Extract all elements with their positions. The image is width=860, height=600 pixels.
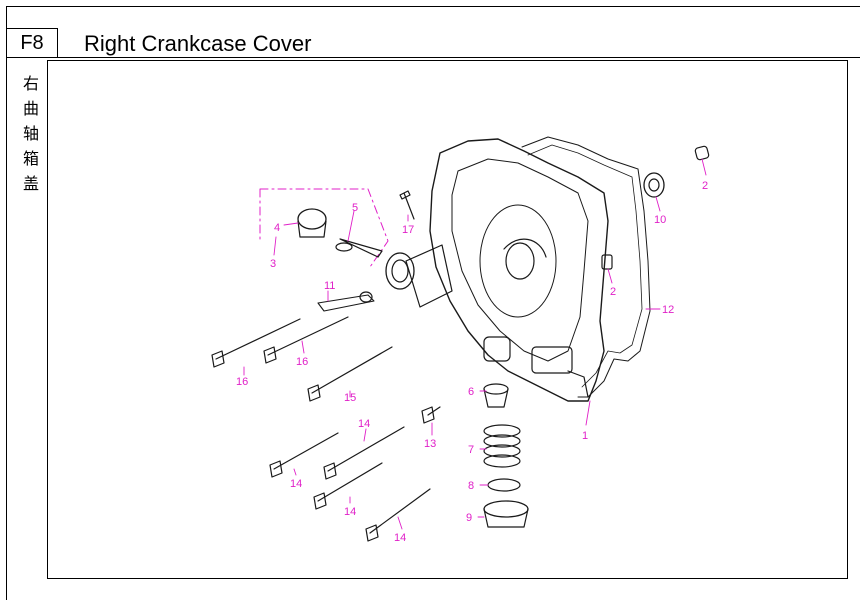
callout-14d: 14 xyxy=(394,532,406,544)
cover-lug-edge xyxy=(567,370,589,398)
callout-14a: 14 xyxy=(290,478,302,490)
bolt-13 xyxy=(427,406,441,416)
cap-9-top xyxy=(483,500,529,518)
oil-seal xyxy=(643,172,665,198)
oil-seal-inner xyxy=(648,178,660,192)
gasket-outline xyxy=(521,136,651,398)
bolt-14b-head xyxy=(323,462,337,480)
callout-1: 1 xyxy=(582,430,588,442)
cover-arc-detail xyxy=(503,238,547,258)
cover-bearing-boss xyxy=(505,242,535,280)
callout-15: 15 xyxy=(344,392,356,404)
section-code: F8 xyxy=(6,28,58,58)
cover-drive-hub xyxy=(479,204,557,318)
bolt-13-head xyxy=(421,406,435,424)
cover-lower-lug xyxy=(531,346,573,374)
bracket-11-hole xyxy=(359,291,373,303)
outer-rule-left xyxy=(6,6,7,600)
spring-7 xyxy=(483,424,521,468)
bolt-14c-head xyxy=(313,492,327,510)
callout-3: 3 xyxy=(270,258,276,270)
bolt-16b-head xyxy=(263,346,277,364)
cap-9-body xyxy=(483,508,529,528)
callout-8: 8 xyxy=(468,480,474,492)
bolt-14a xyxy=(273,432,339,470)
diagram-frame: 1 2 2 3 4 5 6 7 8 9 10 11 12 13 14 14 14… xyxy=(47,60,848,579)
bracket-11 xyxy=(317,294,375,312)
bolt-14a-head xyxy=(269,460,283,478)
bolt-14c xyxy=(317,462,383,502)
bolt-16a-head xyxy=(211,350,225,368)
callout-16b: 16 xyxy=(296,356,308,368)
callout-17: 17 xyxy=(402,224,414,236)
leader-lines xyxy=(243,158,707,530)
oil-filler-opening-inner xyxy=(391,259,409,283)
dipstick-rod xyxy=(339,238,383,258)
callout-2a: 2 xyxy=(702,180,708,192)
callout-11: 11 xyxy=(324,280,335,292)
bolt-17 xyxy=(399,190,415,220)
callout-2b: 2 xyxy=(610,286,616,298)
dowel-pin-top xyxy=(694,145,710,161)
callout-9: 9 xyxy=(466,512,472,524)
callout-16a: 16 xyxy=(236,376,248,388)
callout-14c: 14 xyxy=(344,506,356,518)
callout-10: 10 xyxy=(654,214,666,226)
dipstick-cap-skirt xyxy=(297,220,327,238)
callout-12: 12 xyxy=(662,304,674,316)
callout-13: 13 xyxy=(424,438,436,450)
bolt-15 xyxy=(311,346,393,394)
dipstick-o-ring xyxy=(335,242,353,252)
dipstick-cap xyxy=(297,208,327,230)
group-bracket-3 xyxy=(259,188,389,268)
bolt-15-head xyxy=(307,384,321,402)
page-title: Right Crankcase Cover xyxy=(84,31,312,56)
bolt-14d xyxy=(369,488,431,534)
crankcase-cover-body xyxy=(429,138,609,402)
cover-lower-boss xyxy=(483,336,511,362)
oil-filler-opening xyxy=(385,252,415,290)
exploded-parts-diagram: 1 2 2 3 4 5 6 7 8 9 10 11 12 13 14 14 14… xyxy=(211,136,710,544)
o-ring-8 xyxy=(487,478,521,492)
sleeve-6-top xyxy=(483,383,509,395)
callout-14b: 14 xyxy=(358,418,370,430)
bolt-14b xyxy=(327,426,405,472)
sleeve-6-body xyxy=(483,388,509,408)
outer-rule-top xyxy=(6,6,860,7)
chinese-title: 右曲轴箱盖 xyxy=(22,76,39,193)
gasket-inner xyxy=(527,144,643,388)
callout-5: 5 xyxy=(352,202,358,214)
dowel-pin-cover xyxy=(601,254,613,270)
callout-7: 7 xyxy=(468,444,474,456)
bolt-16b xyxy=(267,316,349,356)
cover-inner-rim xyxy=(451,158,589,362)
oil-filler-neck xyxy=(405,244,453,308)
bolt-16a xyxy=(215,318,301,360)
callout-6: 6 xyxy=(468,386,474,398)
callout-4: 4 xyxy=(274,222,280,234)
bolt-14d-head xyxy=(365,524,379,542)
header-divider xyxy=(6,57,860,58)
